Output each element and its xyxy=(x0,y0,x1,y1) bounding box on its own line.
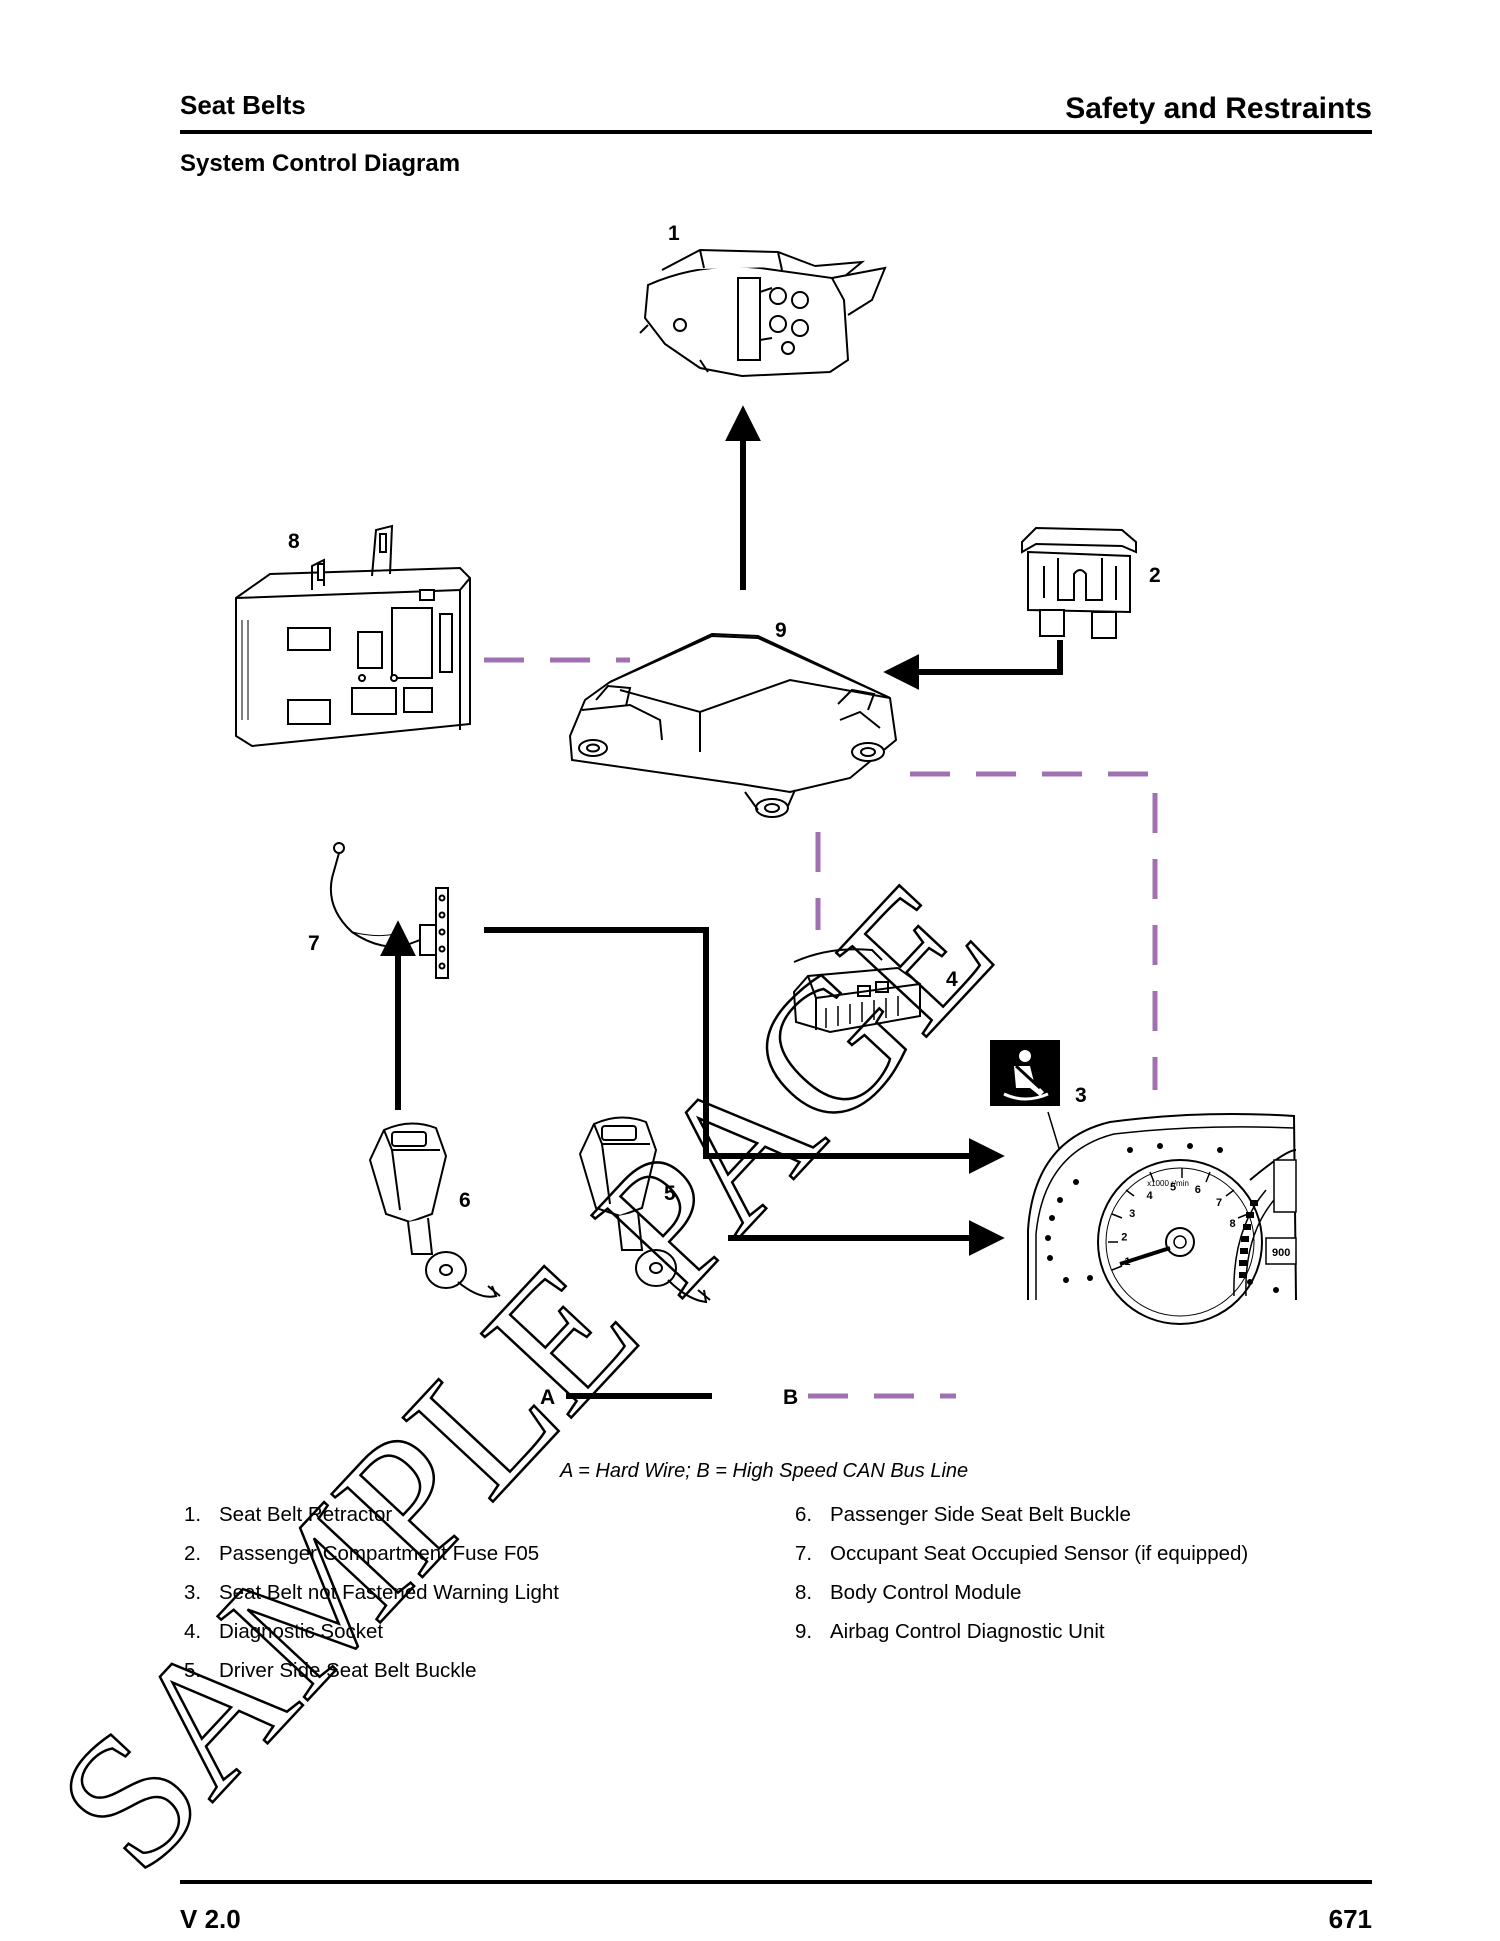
component-legend-left: 1. Seat Belt Retractor 2. Passenger Compart… xyxy=(184,1502,559,1697)
line-key-a: A xyxy=(540,1386,555,1409)
legend-item: 4. Diagnostic Socket xyxy=(184,1619,559,1658)
component-legend-right: 6. Passenger Side Seat Belt Buckle 7. Occup… xyxy=(795,1502,1248,1658)
rpm-tick-label: 1 xyxy=(1124,1256,1130,1268)
rpm-tick-label: 6 xyxy=(1195,1184,1201,1196)
callout-1: 1 xyxy=(668,222,680,245)
rpm-tick-label: 4 xyxy=(1147,1190,1154,1202)
document-version: V 2.0 xyxy=(180,1904,241,1934)
legend-item-number: 3. xyxy=(184,1581,202,1604)
legend-item: 8. Body Control Module xyxy=(795,1580,1248,1619)
can-bus-lines xyxy=(484,657,1158,1399)
rpm-tick-label: 7 xyxy=(1216,1197,1222,1209)
rpm-tick-label: 3 xyxy=(1129,1208,1135,1220)
legend-item-label: Airbag Control Diagnostic Unit xyxy=(830,1620,1105,1643)
footer-rule xyxy=(180,1880,1372,1884)
legend-item-number: 4. xyxy=(184,1620,202,1643)
chapter-title: Safety and Restraints xyxy=(1065,92,1372,125)
callout-2: 2 xyxy=(1149,564,1161,587)
section-title: Seat Belts xyxy=(180,90,306,120)
seat-belt-retractor-illustration xyxy=(639,248,887,378)
legend-item-number: 1. xyxy=(184,1503,202,1526)
fuse-f05-illustration xyxy=(1021,526,1137,639)
wire-sensor-to-cluster xyxy=(484,927,1005,1174)
legend-item-number: 5. xyxy=(184,1659,202,1682)
legend-item-number: 7. xyxy=(795,1542,813,1565)
seat-belt-warning-icon xyxy=(990,1040,1060,1106)
rpm-tick-label: 5 xyxy=(1170,1181,1176,1193)
callout-6: 6 xyxy=(459,1189,471,1212)
legend-item: 6. Passenger Side Seat Belt Buckle xyxy=(795,1502,1248,1541)
page-number: 671 xyxy=(1328,1904,1372,1934)
wire-fuse-to-acu xyxy=(883,640,1063,690)
passenger-buckle-illustration xyxy=(368,1122,501,1298)
legend-item: 1. Seat Belt Retractor xyxy=(184,1502,559,1541)
line-key-caption: A = Hard Wire; B = High Speed CAN Bus Li… xyxy=(560,1460,969,1482)
subsection-title: System Control Diagram xyxy=(180,150,461,177)
header-rule xyxy=(180,130,1372,134)
callout-3: 3 xyxy=(1075,1084,1087,1107)
body-control-module-illustration xyxy=(235,524,471,748)
legend-item-number: 6. xyxy=(795,1503,813,1526)
legend-item-label: Body Control Module xyxy=(830,1581,1022,1604)
legend-item: 3. Seat Belt not Fastened Warning Light xyxy=(184,1580,559,1619)
callout-4: 4 xyxy=(946,968,958,991)
legend-item-number: 2. xyxy=(184,1542,202,1565)
rpm-unit-label: x1000 r/min xyxy=(1147,1179,1189,1188)
can-acu-to-cluster xyxy=(910,771,1158,1090)
airbag-control-unit-illustration xyxy=(568,632,898,818)
legend-item: 7. Occupant Seat Occupied Sensor (if equi… xyxy=(795,1541,1248,1580)
rpm-tick-label: 2 xyxy=(1121,1231,1127,1243)
callout-8: 8 xyxy=(288,530,300,553)
legend-item: 9. Airbag Control Diagnostic Unit xyxy=(795,1619,1248,1658)
cluster-tick-labels: 1 234 5 6 78 xyxy=(1121,1181,1235,1268)
occupant-sensor-illustration xyxy=(330,842,449,979)
legend-item-label: Occupant Seat Occupied Sensor (if equipp… xyxy=(830,1542,1249,1565)
legend-item-label: Seat Belt not Fastened Warning Light xyxy=(219,1581,559,1604)
legend-item-label: Passenger Side Seat Belt Buckle xyxy=(830,1503,1131,1526)
legend-item-label: Seat Belt Retractor xyxy=(219,1503,393,1526)
legend-item-number: 9. xyxy=(795,1620,813,1643)
callout-9: 9 xyxy=(775,619,787,642)
rpm-tick-label: 8 xyxy=(1230,1218,1236,1230)
instrument-cluster-illustration xyxy=(1027,1113,1297,1325)
diagnostic-socket-illustration xyxy=(792,948,921,1034)
odometer-readout: 900 xyxy=(1272,1247,1290,1259)
callout-numbers: 1 2 3 4 5 6 7 8 9 A B xyxy=(288,222,1161,1409)
callout-7: 7 xyxy=(308,932,320,955)
driver-buckle-illustration xyxy=(578,1116,711,1304)
legend-item-label: Diagnostic Socket xyxy=(219,1620,384,1643)
line-key-b: B xyxy=(783,1386,798,1409)
legend-item-number: 8. xyxy=(795,1581,813,1604)
callout-5: 5 xyxy=(664,1182,676,1205)
legend-item-label: Passenger Compartment Fuse F05 xyxy=(219,1542,540,1565)
legend-item: 2. Passenger Compartment Fuse F05 xyxy=(184,1541,559,1580)
legend-item: 5. Driver Side Seat Belt Buckle xyxy=(184,1658,559,1697)
hard-wire-lines xyxy=(380,405,1063,1399)
legend-item-label: Driver Side Seat Belt Buckle xyxy=(219,1659,477,1682)
